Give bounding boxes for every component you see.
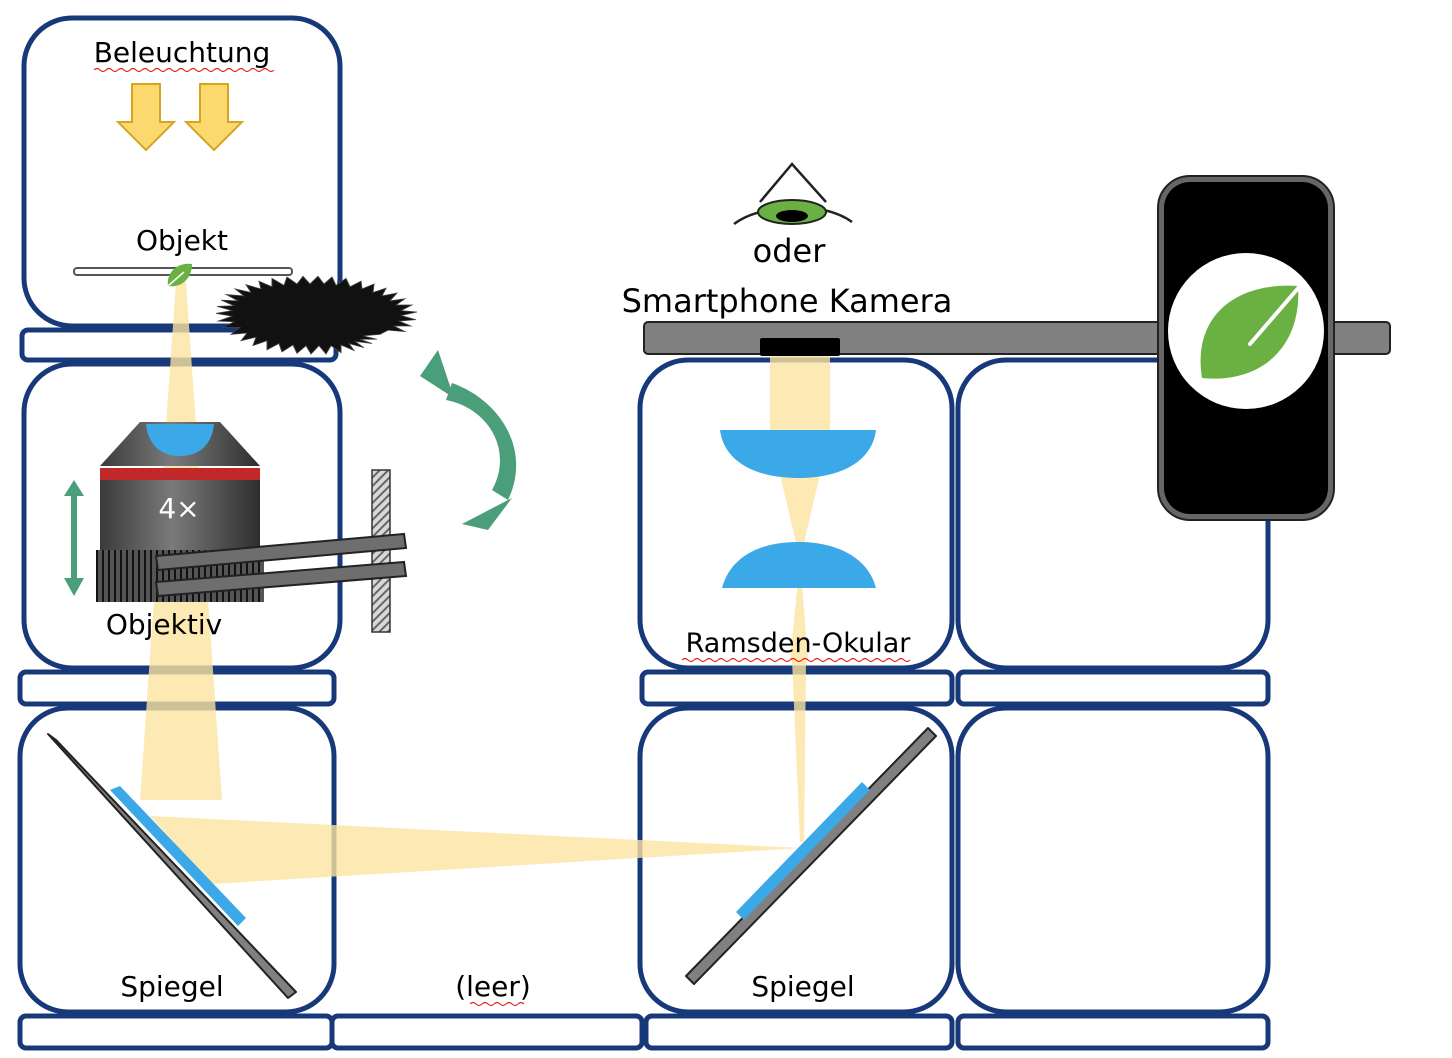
mirror-right-surface (736, 782, 870, 920)
module-right-bottom (955, 705, 1271, 1015)
eyepiece-eye-lens (720, 430, 876, 478)
mirror-left (47, 733, 297, 999)
phone-camera-lens (760, 338, 840, 356)
plate (17, 1013, 335, 1051)
eyepiece-field-lens (722, 542, 876, 588)
mirror-right (685, 727, 937, 985)
gear-icon (215, 275, 418, 355)
focus-bar (154, 560, 408, 598)
spellcheck-underline (681, 657, 911, 663)
label-objective: Objektiv (106, 608, 222, 641)
label-eyepiece: Ramsden-Okular (686, 628, 912, 659)
focus-arrow-icon (64, 480, 84, 596)
objective-red-ring (100, 468, 260, 480)
light-beam-up-to-eyepiece (792, 660, 806, 842)
plate (955, 1013, 1271, 1051)
plate (955, 669, 1271, 707)
leaf-icon (167, 263, 192, 287)
spellcheck-underline (93, 67, 275, 73)
smartphone-icon (1157, 175, 1335, 521)
rotate-arrow-icon (420, 350, 517, 530)
illumination-arrow-icon (183, 83, 245, 152)
leaf-icon (1200, 284, 1302, 379)
spellcheck-underline (469, 1001, 525, 1007)
focus-bar (154, 532, 408, 572)
objective-front-lens (146, 424, 214, 456)
eyepiece-lenses (720, 430, 876, 588)
light-beam-eyepiece (770, 352, 830, 660)
mirror-left-body (47, 733, 297, 999)
eye-icon (733, 162, 853, 225)
label-magnification: 4× (158, 492, 199, 525)
label-object: Objekt (136, 224, 228, 257)
illumination-arrow-icon (115, 83, 177, 152)
label-empty: (leer) (455, 970, 531, 1003)
label-mirror-left: Spiegel (120, 970, 223, 1003)
plate (643, 1013, 955, 1051)
label-illumination: Beleuchtung (94, 36, 271, 69)
label-camera: Smartphone Kamera (622, 282, 953, 320)
light-beam-horizontal (150, 816, 802, 884)
illumination-arrows (115, 83, 245, 152)
objective-body (100, 480, 260, 552)
label-or: oder (753, 232, 827, 270)
focus-rack (154, 275, 418, 633)
mirror-left-surface (110, 786, 246, 926)
plate (329, 1013, 645, 1051)
label-mirror-right: Spiegel (751, 970, 854, 1003)
